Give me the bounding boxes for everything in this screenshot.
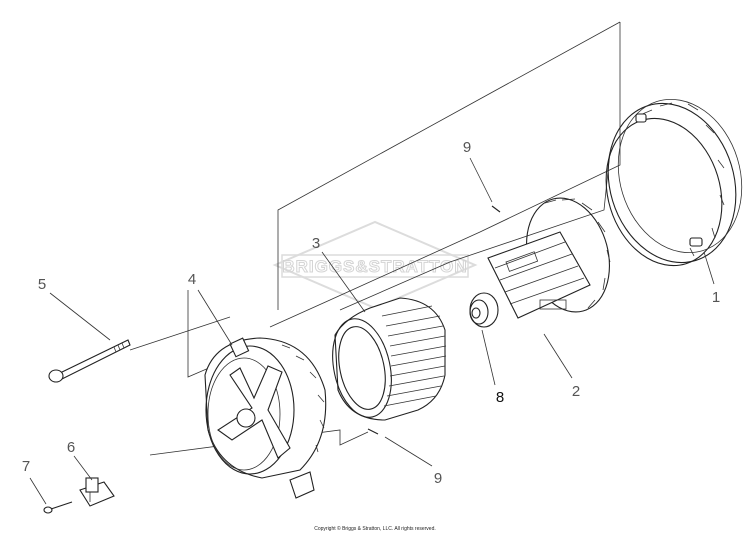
part-3-stator [332,297,447,421]
part-7-screw [43,501,73,514]
callout-4: 4 [188,271,196,288]
part-5-through-bolt [48,339,131,383]
callout-8: 8 [496,389,504,406]
briggs-stratton-watermark: BRIGGS&STRATTON [272,220,478,310]
part-6-brush-holder [79,477,115,507]
callout-labels: 1 2 3 4 5 6 7 8 9 9 [22,139,720,487]
part-4-front-housing [204,337,327,499]
callout-6: 6 [67,439,75,456]
callout-3: 3 [312,235,320,252]
callout-9-upper: 9 [463,139,471,156]
watermark-brand-text: BRIGGS&STRATTON [282,257,467,276]
callout-9-lower: 9 [434,470,442,487]
part-1-rear-housing [605,98,743,267]
part-9-pin-lower [367,428,379,435]
callout-7: 7 [22,458,30,475]
part-9-pin-upper [491,205,501,213]
callout-2: 2 [572,383,580,400]
callout-leader-lines [29,157,715,505]
part-2-rotor-fan [469,197,611,328]
assembly-guide-lines [129,21,621,456]
callout-5: 5 [38,276,46,293]
callout-1: 1 [712,289,720,306]
copyright-notice: Copyright © Briggs & Stratton, LLC. All … [314,526,436,532]
